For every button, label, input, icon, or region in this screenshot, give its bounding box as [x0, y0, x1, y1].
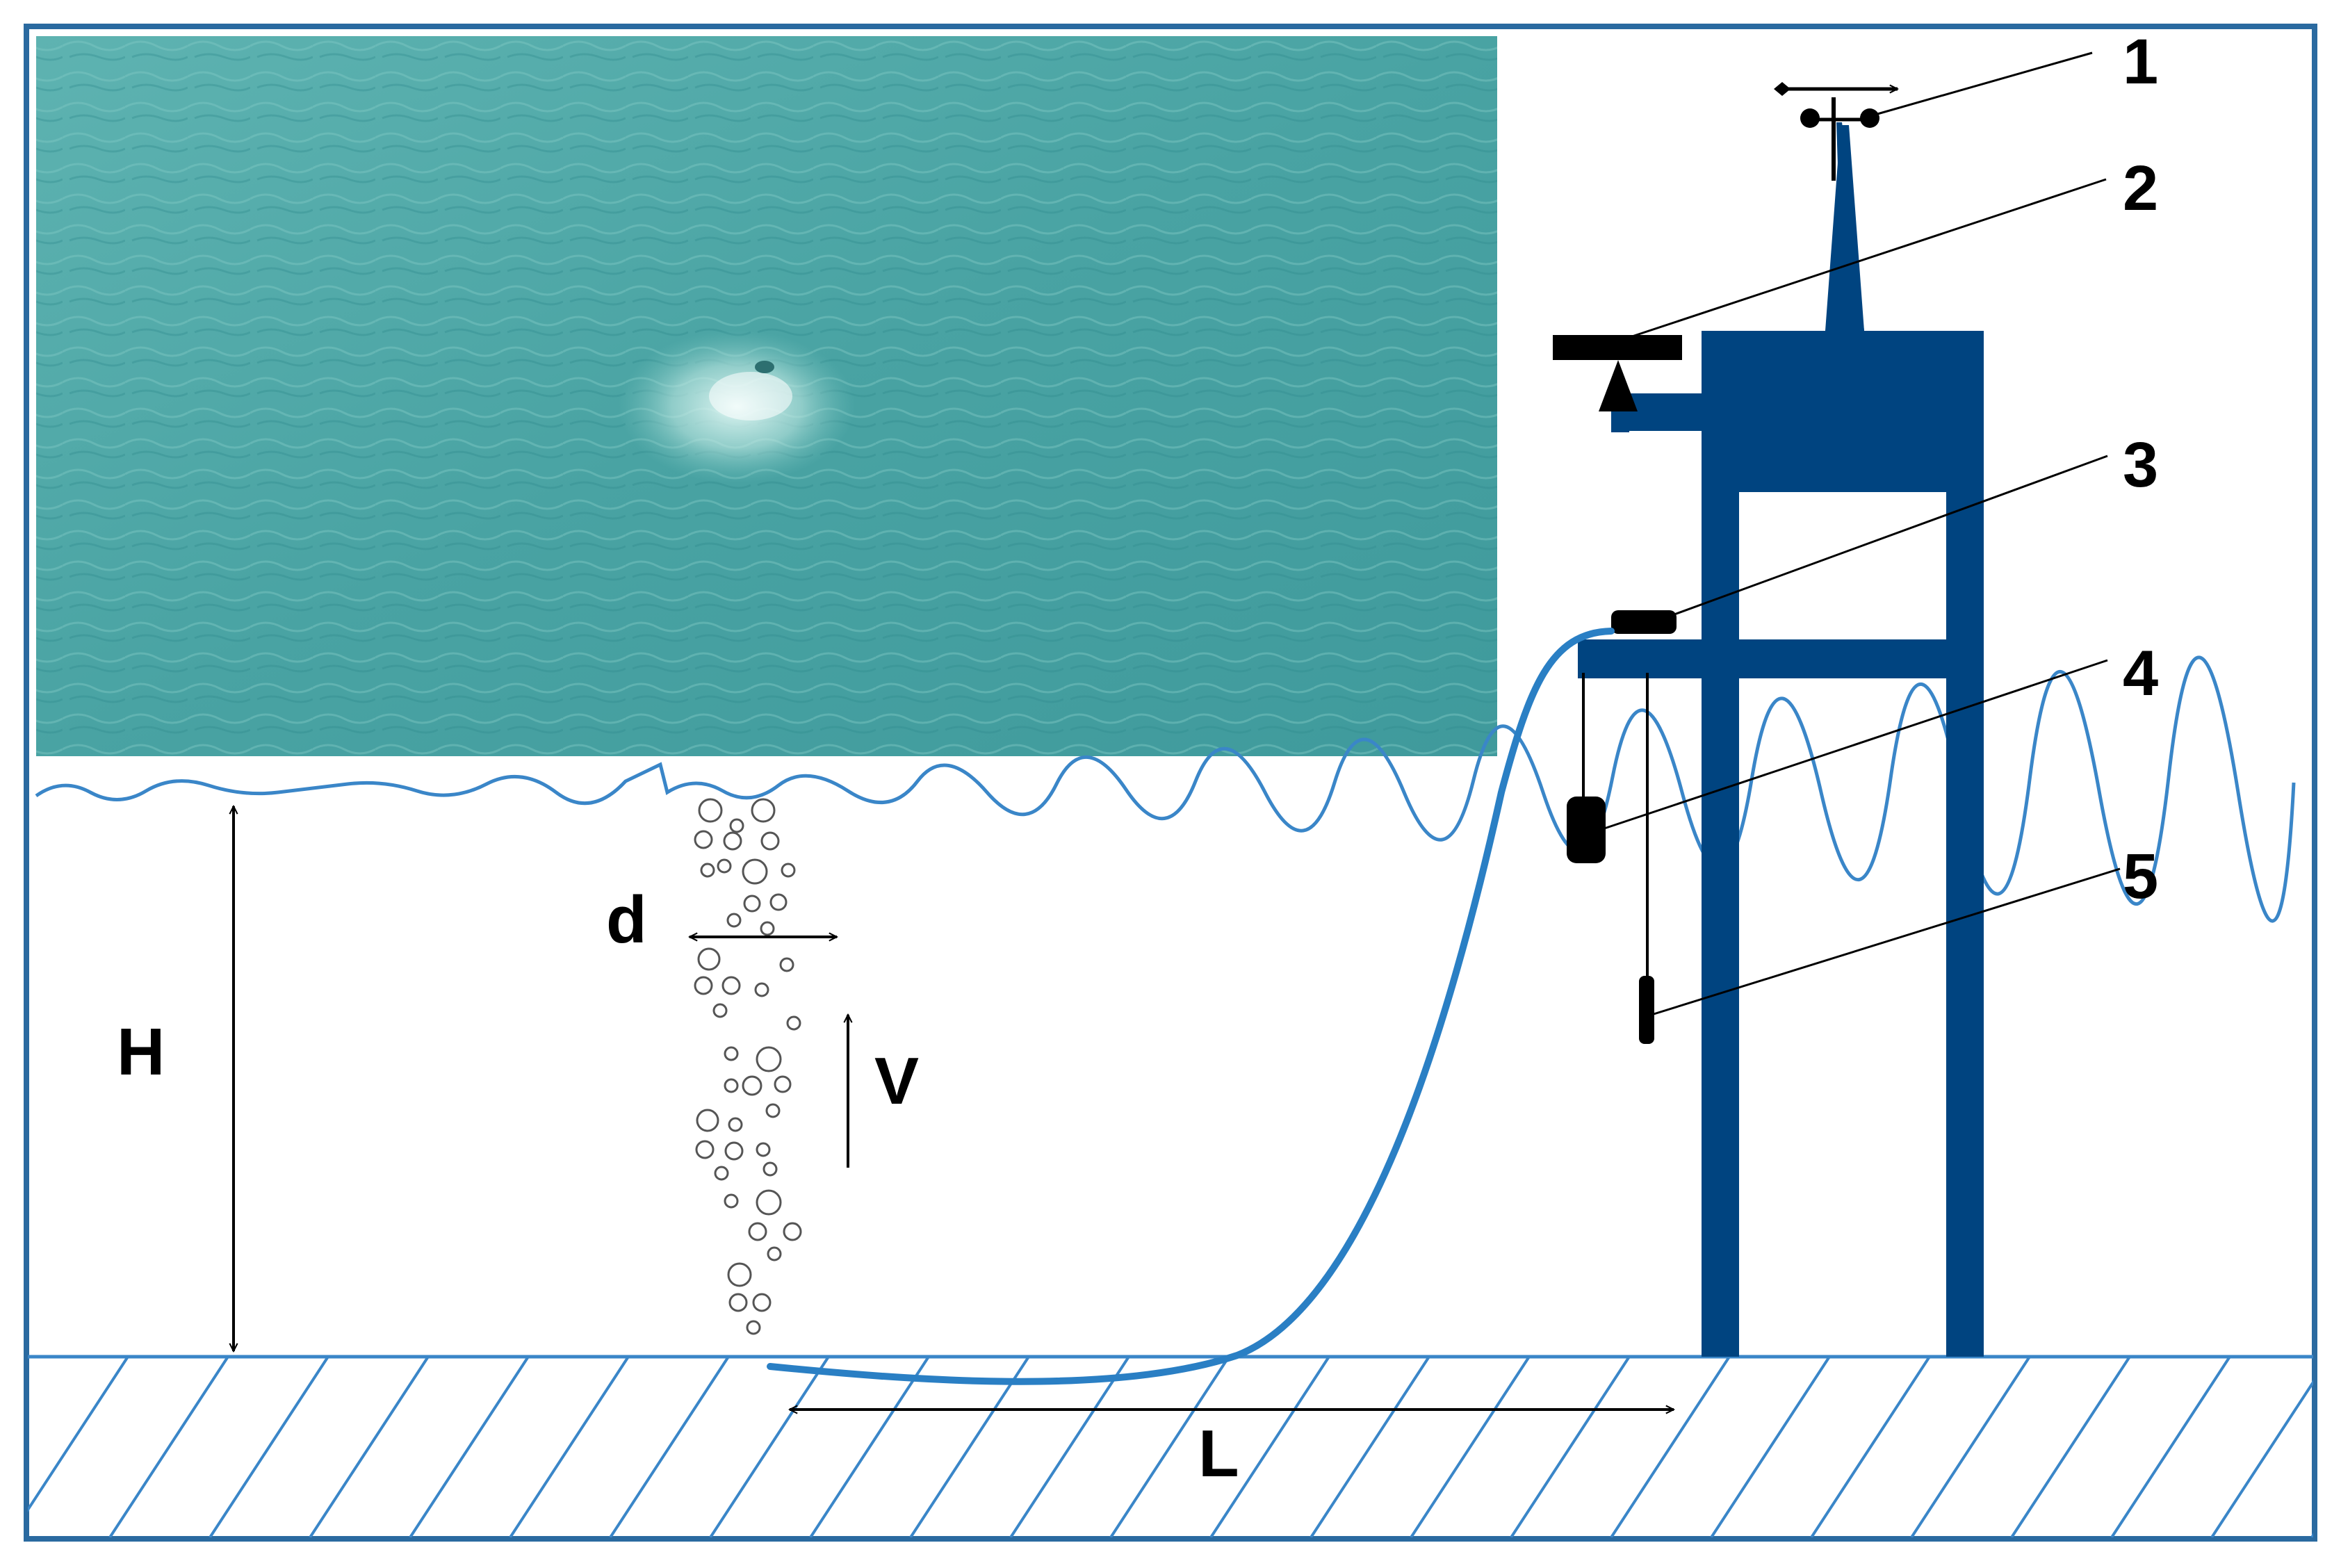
bubble — [748, 1222, 767, 1241]
hatch-line — [1810, 1355, 1931, 1537]
hatch-line — [1209, 1355, 1330, 1537]
radar-sensor-icon — [1553, 335, 1682, 411]
bubble — [724, 1046, 739, 1061]
bubble — [714, 1166, 729, 1181]
bubble — [712, 1003, 728, 1018]
bubble — [717, 858, 732, 874]
bubble — [694, 976, 713, 995]
hatch-line — [1610, 1355, 1731, 1537]
label-4: 4 — [2123, 638, 2158, 709]
bubble — [751, 798, 776, 823]
bubble — [727, 1262, 752, 1287]
hatch-line — [1510, 1355, 1631, 1537]
bubble — [783, 1222, 802, 1241]
bubble — [700, 863, 715, 878]
bubble — [721, 976, 741, 995]
platform-top-block — [1702, 331, 1984, 492]
hatch-line — [709, 1355, 830, 1537]
bubble — [742, 858, 768, 885]
hatch-line — [2210, 1380, 2313, 1537]
bubble — [728, 1293, 748, 1312]
platform-deck — [1578, 639, 1953, 678]
hatch-line — [1310, 1355, 1430, 1537]
hatch-line — [509, 1355, 630, 1537]
label-5: 5 — [2123, 841, 2158, 912]
velocity-label: V — [874, 1044, 919, 1118]
hatch-line — [1710, 1355, 1831, 1537]
bubble — [698, 798, 723, 823]
bubble — [728, 1117, 743, 1132]
seabed — [28, 1355, 2313, 1537]
bubble — [774, 1075, 792, 1093]
platform-left-leg — [1702, 487, 1739, 1357]
distance-label: L — [1198, 1416, 1239, 1491]
hatch-line — [809, 1355, 930, 1537]
bubble — [746, 1320, 761, 1335]
water-surface-line — [35, 655, 2296, 923]
hatch-line — [209, 1355, 329, 1537]
sea-surface-photo-icon — [36, 36, 1497, 756]
bubble-diameter-label: d — [606, 883, 647, 957]
bubble — [781, 863, 796, 878]
hatch-line — [1009, 1355, 1130, 1537]
bubble — [696, 1109, 719, 1132]
hatch-line — [1410, 1355, 1531, 1537]
hatch-line — [1910, 1355, 2031, 1537]
bubble — [729, 818, 744, 833]
bubble — [769, 893, 788, 911]
bubble — [694, 830, 713, 849]
bubble — [752, 1293, 772, 1312]
anemometer-icon — [1774, 82, 1898, 181]
bubble — [724, 1078, 739, 1093]
bubble — [767, 1246, 782, 1261]
hatch-line — [108, 1355, 229, 1537]
bubble — [756, 1046, 782, 1072]
label-3: 3 — [2123, 430, 2158, 500]
bubble — [695, 1140, 715, 1159]
bubble — [724, 1193, 739, 1209]
bubble — [762, 1161, 778, 1177]
hatch-line — [1109, 1355, 1230, 1537]
seabed-hatching — [28, 1355, 2313, 1537]
bubble — [779, 957, 794, 972]
bubble — [723, 831, 742, 851]
bubble — [742, 1075, 762, 1096]
bubble — [765, 1103, 781, 1118]
label-1: 1 — [2123, 26, 2158, 97]
bubble — [756, 1189, 782, 1216]
platform-structure — [1578, 122, 1984, 1357]
bubble — [697, 947, 721, 971]
bubble — [743, 895, 761, 913]
depth-sensor — [1639, 976, 1654, 1044]
bubble — [756, 1142, 771, 1157]
label-2: 2 — [2123, 153, 2158, 224]
hatch-line — [2110, 1355, 2231, 1537]
bubble — [786, 1015, 801, 1031]
hatch-line — [909, 1355, 1030, 1537]
gas-pipeline-hose — [767, 628, 1615, 1385]
hatch-line — [409, 1355, 530, 1537]
hatch-line — [309, 1355, 430, 1537]
bubble — [760, 831, 780, 851]
callout-leaders — [1595, 51, 2121, 1016]
hatch-line — [2010, 1355, 2131, 1537]
depth-label: H — [117, 1015, 165, 1089]
bubble — [754, 982, 769, 997]
gas-sensor-box — [1611, 610, 1677, 634]
bubble-plume — [694, 798, 802, 1335]
hatch-line — [28, 1355, 129, 1512]
hatch-line — [609, 1355, 730, 1537]
bubble — [724, 1141, 744, 1161]
buoy-sensor — [1567, 797, 1606, 863]
bubble — [726, 913, 742, 928]
